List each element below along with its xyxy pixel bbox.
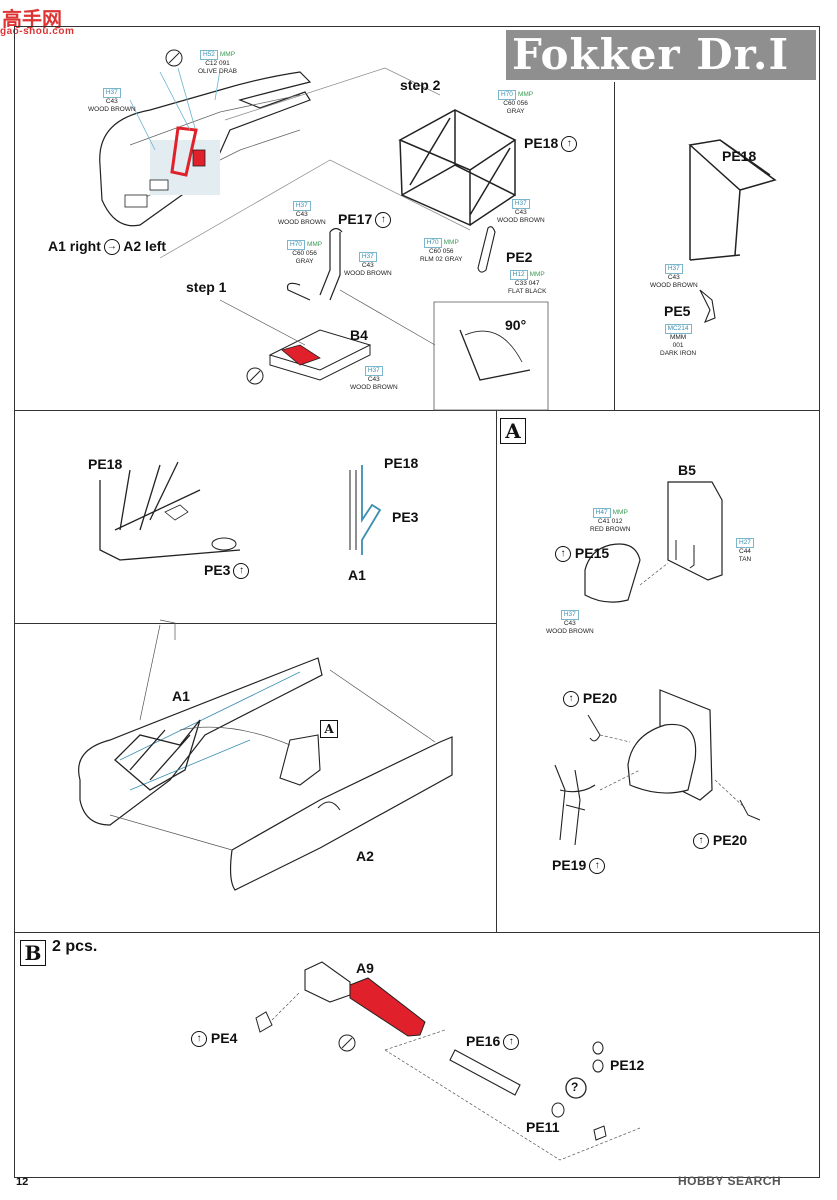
p3-pe18b-label: PE18 (384, 455, 419, 471)
p2-pe18-label: PE18 (722, 148, 757, 164)
p4-pe20a-label: ↑ PE20 (560, 690, 617, 708)
p2-pe5-label: PE5 (664, 303, 691, 319)
paint-wood1: H37 C43 WOOD BROWN (88, 88, 136, 113)
p6-pe4-label: ↑ PE4 (188, 1030, 237, 1048)
flip-arrow-icon: ↑ (563, 691, 579, 708)
hobbysearch-watermark: HOBBY SEARCH (678, 1174, 782, 1188)
title-banner (506, 30, 816, 80)
divider-v1 (614, 82, 615, 410)
p4-b5-label: B5 (678, 462, 696, 478)
p5-a2-label: A2 (356, 848, 374, 864)
page-title: Fokker Dr.I (512, 30, 790, 79)
divider-h2 (14, 623, 496, 624)
p4-pe15-label: ↑ PE15 (552, 545, 609, 563)
subassembly-b-marker: B (20, 940, 46, 966)
subassembly-a-ref: A (320, 720, 338, 738)
pe2-label: PE2 (506, 249, 533, 265)
angle-label: 90° (505, 317, 527, 333)
p4-pe20b-label: ↑ PE20 (690, 832, 747, 850)
paint-wood5: H37 C43 WOOD BROWN (350, 366, 398, 391)
p5-a1-label: A1 (172, 688, 190, 704)
p4-paint-tan: H27 C44 TAN (736, 538, 754, 564)
divider-v2 (496, 410, 497, 932)
p6-a9-label: A9 (356, 960, 374, 976)
flip-arrow-icon: ↑ (503, 1034, 520, 1051)
p3-pe18a-label: PE18 (88, 456, 123, 472)
divider-h3 (14, 932, 820, 933)
flip-arrow-icon: ↑ (233, 563, 250, 580)
step1-label: step 1 (186, 279, 227, 295)
p3-a1-label: A1 (348, 567, 366, 583)
p3-pe3a-label: PE3↑ (204, 562, 250, 580)
p6-question-mark: ? (571, 1080, 579, 1094)
watermark-logo: 高手网 (2, 7, 62, 31)
watermark-logo-text: 高手网 (2, 7, 62, 31)
pe17-label: PE17↑ (338, 211, 392, 229)
p2-paint-wood: H37 C43 WOOD BROWN (650, 264, 698, 289)
flip-arrow-icon: ↑ (561, 136, 578, 153)
p6-pe12-label: PE12 (610, 1057, 645, 1073)
flip-arrow-icon: ↑ (191, 1031, 207, 1048)
arrow-right-icon: → (103, 239, 120, 256)
flip-arrow-icon: ↑ (375, 212, 392, 229)
flip-arrow-icon: ↑ (589, 858, 606, 875)
flip-arrow-icon: ↑ (693, 833, 709, 850)
flip-arrow-icon: ↑ (555, 546, 571, 563)
p3-pe3b-label: PE3 (392, 509, 419, 525)
watermark-site: gao-shou.com (0, 26, 75, 37)
pe18-label: PE18↑ (524, 135, 578, 153)
step2-label: step 2 (400, 77, 441, 93)
p6-qty-label: 2 pcs. (52, 938, 98, 955)
page-frame (14, 26, 820, 1178)
p4-pe19-label: PE19↑ (552, 857, 606, 875)
p6-pe11-label: PE11 (526, 1119, 560, 1135)
paint-wood4: H37 C43 WOOD BROWN (344, 252, 392, 277)
p4-paint-wood: H37 C43 WOOD BROWN (546, 610, 594, 635)
divider-h1 (14, 410, 820, 411)
paint-wood3: H37 C43 WOOD BROWN (497, 199, 545, 224)
page-number: 12 (16, 1176, 29, 1188)
a1-a2-label: A1 right→ A2 left (48, 238, 167, 256)
b4-label: B4 (350, 327, 368, 343)
p6-pe16-label: PE16↑ (466, 1033, 520, 1051)
subassembly-a-marker: A (500, 418, 526, 444)
paint-wood2: H37 C43 WOOD BROWN (278, 201, 326, 226)
p2-paint-iron: MC214 MMM 001 DARK IRON (660, 324, 697, 357)
